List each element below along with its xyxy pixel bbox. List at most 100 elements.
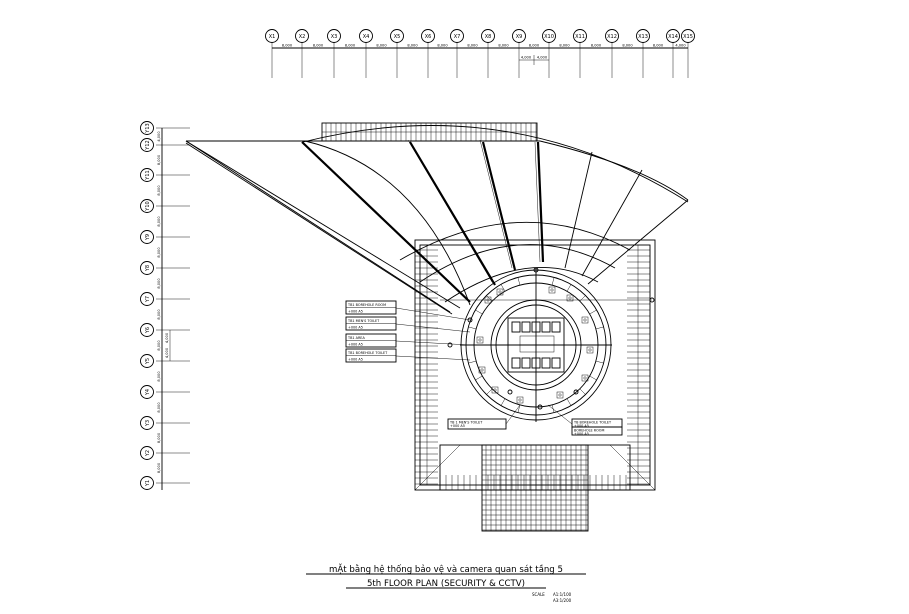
callout-detail: +000 A5 bbox=[348, 343, 363, 347]
x-spacing-label: 8,000 bbox=[622, 44, 633, 48]
camera-icon bbox=[573, 389, 579, 395]
ring-partition bbox=[589, 375, 597, 381]
y-grid-label: Y1 bbox=[145, 480, 151, 487]
y-spacing-label: 8,000 bbox=[157, 371, 161, 382]
callout-title: TB1 BOREHOLE TOILET bbox=[347, 351, 388, 355]
x-grid-bubble bbox=[295, 29, 309, 43]
ring-partition bbox=[475, 375, 483, 381]
ring-partition bbox=[579, 388, 586, 395]
ring-partition bbox=[566, 284, 572, 292]
y-spacing-label: 4,000 bbox=[157, 131, 161, 142]
drawing-title-block: mẶt bằng hệ thống bảo vệ và camera quan … bbox=[306, 563, 586, 603]
x-grid-label: X1 bbox=[269, 34, 276, 40]
y-grid-label: Y2 bbox=[145, 450, 151, 457]
x-grid-bubble bbox=[450, 29, 464, 43]
y-grid-label: Y7 bbox=[145, 296, 151, 303]
core-cubicle bbox=[541, 321, 551, 333]
y-sub-spacing-label: 4,000 bbox=[165, 347, 169, 358]
x-sub-spacing-label: 4,000 bbox=[521, 56, 532, 60]
y-grid-axis: Y1Y2Y3Y4Y5Y6Y7Y8Y9Y10Y11Y12Y138,0008,000… bbox=[140, 121, 190, 490]
callout-leader bbox=[505, 404, 521, 425]
fixture-dot bbox=[583, 376, 587, 380]
ring-partition bbox=[475, 309, 483, 315]
central-core bbox=[440, 267, 655, 422]
y-grid-bubble bbox=[140, 230, 154, 244]
camera-icon bbox=[649, 297, 655, 303]
callout-box bbox=[571, 426, 623, 436]
x-grid-bubble bbox=[265, 29, 279, 43]
y-spacing-label: 8,000 bbox=[157, 185, 161, 196]
y-grid-label: Y12 bbox=[145, 140, 151, 150]
x-spacing-label: 8,000 bbox=[313, 44, 324, 48]
x-grid-bubble bbox=[390, 29, 404, 43]
x-spacing-label: 8,000 bbox=[529, 44, 540, 48]
y-spacing-label: 8,000 bbox=[157, 247, 161, 258]
fixture-dot bbox=[478, 338, 482, 342]
y-spacing-label: 8,000 bbox=[157, 154, 161, 165]
core-lobby bbox=[519, 335, 555, 353]
x-grid-bubble bbox=[481, 29, 495, 43]
core-cubicle bbox=[511, 357, 521, 369]
y-grid-bubble bbox=[140, 168, 154, 182]
callout-detail: +000 A5 bbox=[574, 432, 589, 436]
y-grid-bubble bbox=[140, 199, 154, 213]
ring-partition bbox=[589, 309, 597, 315]
fixture bbox=[581, 374, 589, 382]
core-cubicle bbox=[551, 357, 561, 369]
y-grid-bubble bbox=[140, 121, 154, 135]
x-grid-label: X12 bbox=[607, 34, 617, 40]
x-sub-spacing-label: 4,000 bbox=[537, 56, 548, 60]
x-grid-label: X6 bbox=[425, 34, 432, 40]
x-spacing-label: 8,000 bbox=[559, 44, 570, 48]
scale-a3: A3:1/200 bbox=[553, 598, 572, 603]
y-grid-label: Y4 bbox=[145, 389, 151, 396]
core-room bbox=[507, 317, 565, 373]
callout-title: TB 1 MEN'S TOILET bbox=[449, 421, 483, 425]
fixture-dot bbox=[486, 298, 490, 302]
x-grid-label: X4 bbox=[363, 34, 370, 40]
y-grid-label: Y3 bbox=[145, 420, 151, 427]
callout-leader bbox=[395, 323, 471, 333]
x-grid-bubble bbox=[542, 29, 556, 43]
x-spacing-label: 8,000 bbox=[282, 44, 293, 48]
callout-title: TB1 MEN'S TOILET bbox=[347, 319, 380, 323]
fixture-dot bbox=[558, 393, 562, 397]
core-cubicle bbox=[521, 357, 531, 369]
y-spacing-label: 8,000 bbox=[157, 340, 161, 351]
y-grid-label: Y9 bbox=[145, 234, 151, 241]
camera-icon bbox=[447, 342, 453, 348]
fixture-dot bbox=[518, 398, 522, 402]
callout-detail: +000 A5 bbox=[348, 358, 363, 362]
title-vietnamese: mẶt bằng hệ thống bảo vệ và camera quan … bbox=[329, 563, 563, 575]
y-grid-bubble bbox=[140, 138, 154, 152]
callout-leader bbox=[395, 340, 471, 346]
x-spacing-label: 4,000 bbox=[675, 44, 686, 48]
ring-partition bbox=[468, 360, 477, 364]
fixture-dot bbox=[588, 348, 592, 352]
y-grid-bubble bbox=[140, 416, 154, 430]
fixture bbox=[586, 346, 594, 354]
y-spacing-label: 8,000 bbox=[157, 462, 161, 473]
y-spacing-label: 8,000 bbox=[157, 432, 161, 443]
x-grid-bubble bbox=[359, 29, 373, 43]
y-spacing-label: 8,000 bbox=[157, 216, 161, 227]
x-spacing-label: 8,000 bbox=[498, 44, 509, 48]
fixture-dot bbox=[583, 318, 587, 322]
core-cubicle bbox=[551, 321, 561, 333]
callout-leader bbox=[395, 355, 471, 361]
y-grid-bubble bbox=[140, 323, 154, 337]
building-outline bbox=[321, 122, 656, 532]
camera-icon bbox=[537, 404, 543, 410]
y-spacing-label: 8,000 bbox=[157, 309, 161, 320]
camera-icon bbox=[507, 389, 513, 395]
ring-partition bbox=[566, 398, 572, 406]
fixture-dot bbox=[480, 368, 484, 372]
callout-title: TB1 AREA bbox=[347, 336, 365, 340]
x-grid-label: X15 bbox=[683, 34, 693, 40]
core-cubicle bbox=[531, 357, 541, 369]
ring-partition bbox=[500, 398, 506, 406]
scale-a1: A1:1/100 bbox=[553, 592, 572, 597]
ring-partition bbox=[595, 326, 604, 330]
